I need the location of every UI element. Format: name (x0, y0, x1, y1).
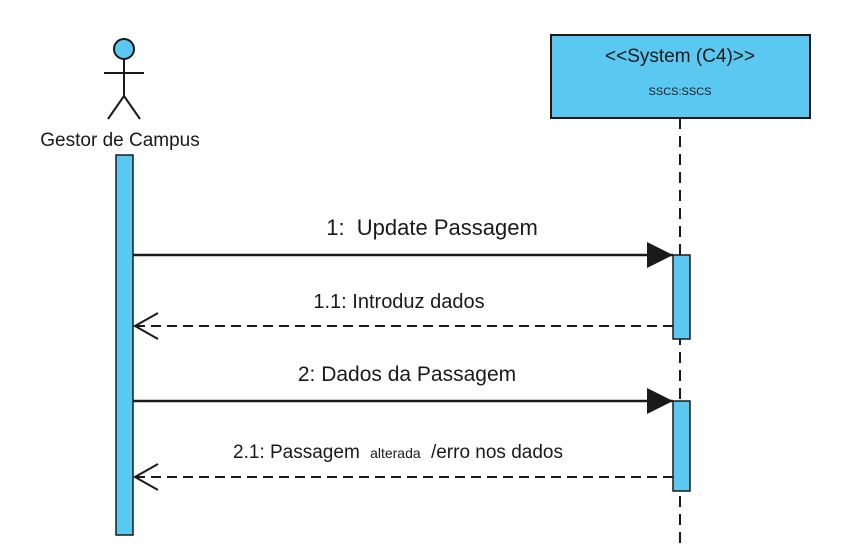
system-instance: SSCS:SSCS (649, 86, 712, 98)
message-2-1-arrowhead (132, 463, 159, 491)
message-2-1-label-small: alterada (370, 445, 421, 461)
system-lifeline-box[interactable] (550, 34, 811, 119)
message-1-arrowhead (647, 242, 673, 268)
message-1-label: 1: Update Passagem (326, 215, 538, 240)
actor-head (113, 38, 135, 60)
system-activation-bar-1 (672, 254, 691, 340)
system-stereotype: <<System (C4)>> (605, 46, 755, 67)
system-activation-bar-2 (672, 400, 691, 492)
actor-name: Gestor de Campus (40, 130, 199, 151)
actor-stick-figure-icon (104, 38, 144, 120)
actor-leg-right (123, 95, 141, 120)
actor-leg-left (107, 95, 125, 120)
message-2-1-label-tail: /erro nos dados (431, 442, 563, 463)
message-2-1-label-main: 2.1: Passagem (233, 442, 360, 463)
actor-activation-bar (115, 154, 134, 536)
message-2-arrowhead (647, 388, 673, 414)
message-2-1-label: 2.1: Passagem alterada /erro nos dados (233, 442, 563, 463)
message-2-label: 2: Dados da Passagem (298, 363, 516, 386)
message-1-1-arrowhead (132, 312, 159, 340)
message-1-1-label: 1.1: Introduz dados (313, 291, 484, 313)
